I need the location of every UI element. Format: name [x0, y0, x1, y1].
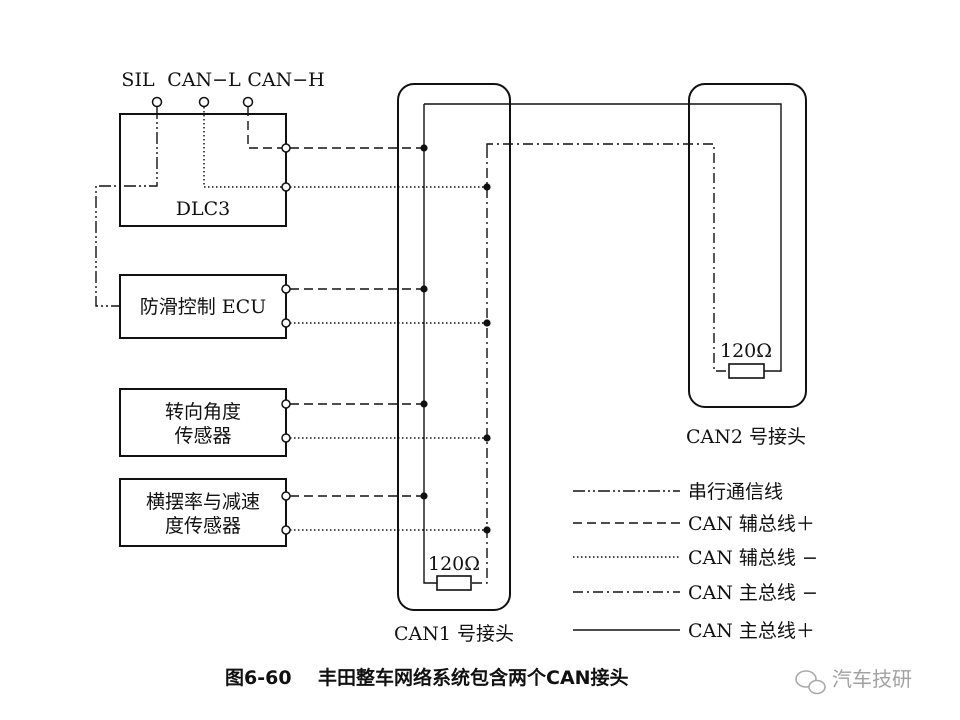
yaw-can-l-terminal	[281, 525, 291, 535]
can2-resistor	[728, 363, 765, 379]
steering-can-h-terminal	[281, 399, 291, 409]
figure-caption: 图6-60 丰田整车网络系统包含两个CAN接头	[225, 666, 629, 689]
dlc3-label: DLC3	[176, 198, 230, 220]
main-bus-plus-link	[424, 103, 782, 372]
legend-label-main-plus: CAN 主总线＋	[688, 620, 815, 642]
watermark-text: 汽车技研	[832, 667, 912, 691]
can2-junction-label: CAN2 号接头	[686, 426, 806, 448]
steering-can-l-terminal	[281, 433, 291, 443]
can1-junction-label: CAN1 号接头	[394, 623, 514, 645]
dlc3-can-l-wire	[203, 107, 282, 188]
can2-junction: 120Ω CAN2 号接头	[686, 83, 807, 448]
can1-junction: 120Ω CAN1 号接头	[394, 83, 514, 645]
can-l-pin	[198, 96, 210, 108]
serial-line	[95, 107, 158, 307]
can-h-pin-label: CAN−H	[247, 69, 324, 91]
ecu-abs: 防滑控制 ECU	[119, 274, 291, 339]
dlc3-connector: DLC3 SIL CAN−L CAN−H	[119, 69, 325, 227]
device-stub-wires	[290, 147, 487, 531]
ecu-abs-can-l-terminal	[281, 318, 291, 328]
wechat-icon	[795, 670, 826, 695]
can1-main-minus-bus	[471, 148, 488, 584]
can2-resistor-label: 120Ω	[720, 340, 772, 362]
yaw-sensor-label-1: 横摆率与减速	[146, 491, 260, 513]
watermark: 汽车技研	[795, 667, 912, 695]
figure-number: 图6-60	[225, 667, 292, 689]
legend: 串行通信线 CAN 辅总线＋ CAN 辅总线 − CAN 主总线 − CAN 主…	[573, 481, 818, 642]
can1-resistor	[436, 575, 472, 591]
ecu-abs-box	[119, 274, 287, 339]
dlc3-internal-wiring	[95, 107, 282, 307]
legend-label-sub-minus: CAN 辅总线 −	[688, 547, 818, 569]
yaw-rate-sensor: 横摆率与减速 度传感器	[119, 478, 291, 547]
dlc3-box	[119, 113, 287, 227]
can-l-pin-label: CAN−L	[167, 69, 241, 91]
main-bus-minus-link	[486, 143, 729, 372]
can2-junction-outline	[688, 83, 807, 408]
legend-label-sub-plus: CAN 辅总线＋	[688, 513, 815, 535]
ecu-abs-can-h-terminal	[281, 284, 291, 294]
steering-angle-sensor: 转向角度 传感器	[119, 388, 291, 457]
dlc3-can-h-wire	[247, 107, 282, 149]
dlc3-can-l-terminal	[281, 182, 291, 192]
sil-pin	[151, 96, 163, 108]
ecu-abs-label: 防滑控制 ECU	[140, 296, 266, 318]
figure-title: 丰田整车网络系统包含两个CAN接头	[318, 666, 629, 689]
can-h-pin	[242, 96, 254, 108]
dlc3-can-h-terminal	[281, 143, 291, 153]
yaw-can-h-terminal	[281, 491, 291, 501]
main-bus-link	[424, 103, 782, 372]
can1-junction-outline	[397, 83, 511, 611]
steering-sensor-box	[119, 388, 287, 457]
steering-sensor-label-2: 传感器	[174, 425, 231, 447]
can1-resistor-label: 120Ω	[428, 553, 480, 575]
legend-label-main-minus: CAN 主总线 −	[688, 582, 818, 604]
sil-pin-label: SIL	[121, 69, 155, 91]
yaw-sensor-box	[119, 478, 287, 547]
legend-label-serial: 串行通信线	[688, 481, 783, 503]
can1-main-plus-bus	[423, 104, 437, 584]
yaw-sensor-label-2: 度传感器	[165, 515, 241, 537]
steering-sensor-label-1: 转向角度	[165, 401, 241, 423]
